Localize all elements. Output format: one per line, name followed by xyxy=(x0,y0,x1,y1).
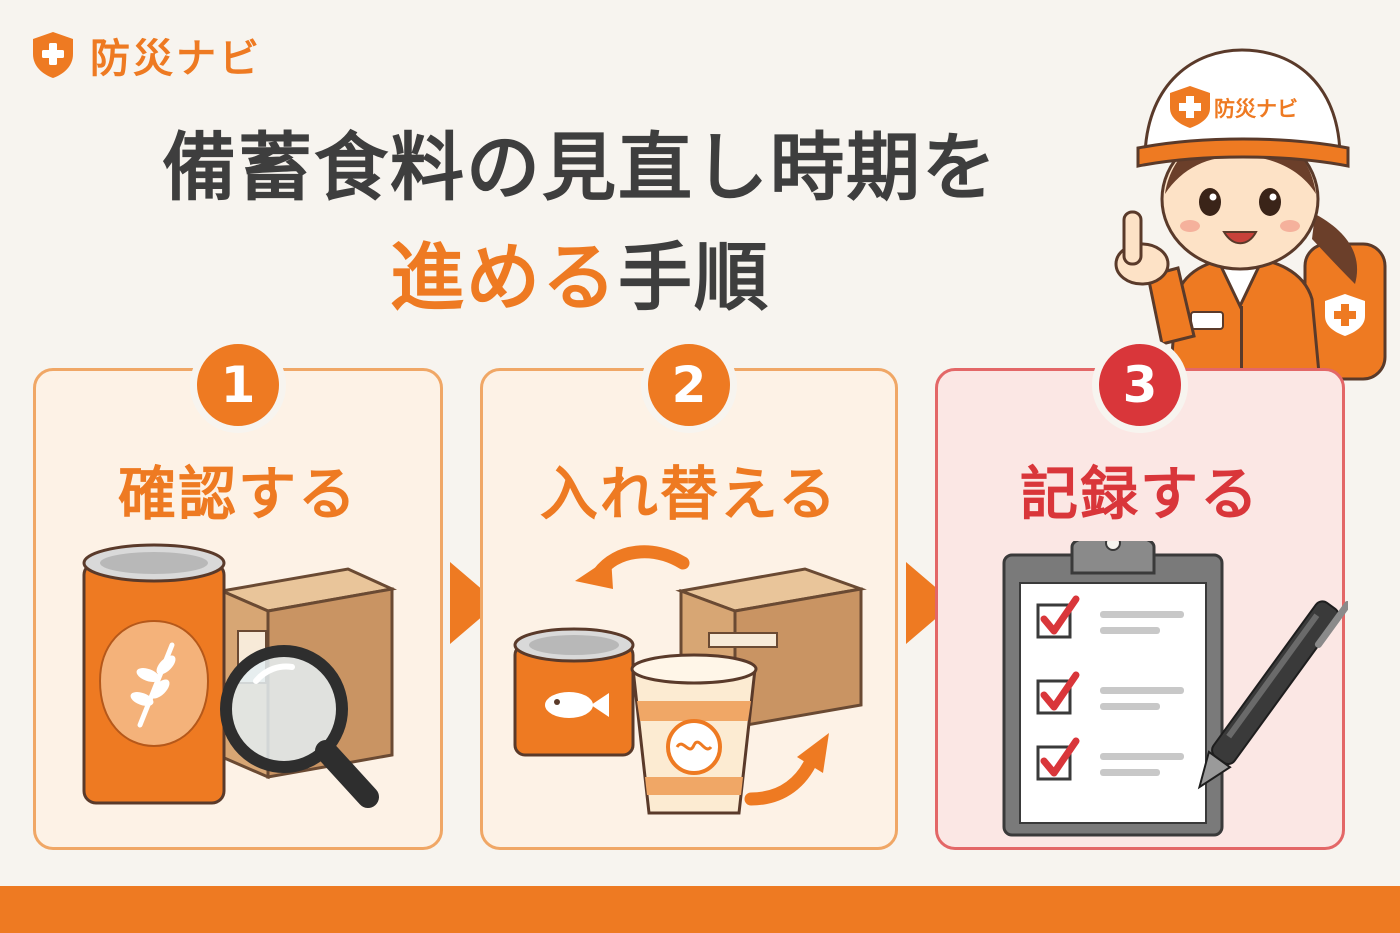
next-step-arrow xyxy=(906,562,954,644)
rotate-food-stock-icon xyxy=(513,545,867,815)
step-card-1: 1 確認する xyxy=(33,337,443,850)
step-card-3: 3 記録する xyxy=(935,337,1348,850)
step-number-badge: 2 xyxy=(641,337,737,433)
step-number-badge: 3 xyxy=(1092,337,1188,433)
brand-logo: 防災ナビ xyxy=(30,26,262,84)
page-title-line1: 備蓄食料の見直し時期を xyxy=(162,125,998,211)
title-highlight: 進める xyxy=(390,235,618,321)
checklist-clipboard-pen-icon xyxy=(1002,541,1348,837)
step-number-badge: 1 xyxy=(190,337,286,433)
step-title: 入れ替える xyxy=(539,460,839,528)
brand-name: 防災ナビ xyxy=(90,36,262,82)
page-title-line2: 進める手順 xyxy=(0,218,1160,325)
footer-bar xyxy=(0,886,1400,933)
helmet-text: 防災ナビ xyxy=(1214,97,1298,121)
title-rest: 手順 xyxy=(618,235,770,321)
can-box-magnifier-icon xyxy=(82,543,398,808)
rescue-worker-pointing-icon: 防災ナビ xyxy=(1114,48,1387,384)
step-title: 記録する xyxy=(1019,460,1260,528)
shield-plus-icon xyxy=(33,32,73,78)
step-card-2: 2 入れ替える xyxy=(480,337,898,850)
next-step-arrow xyxy=(450,562,498,644)
step-title: 確認する xyxy=(117,460,358,528)
